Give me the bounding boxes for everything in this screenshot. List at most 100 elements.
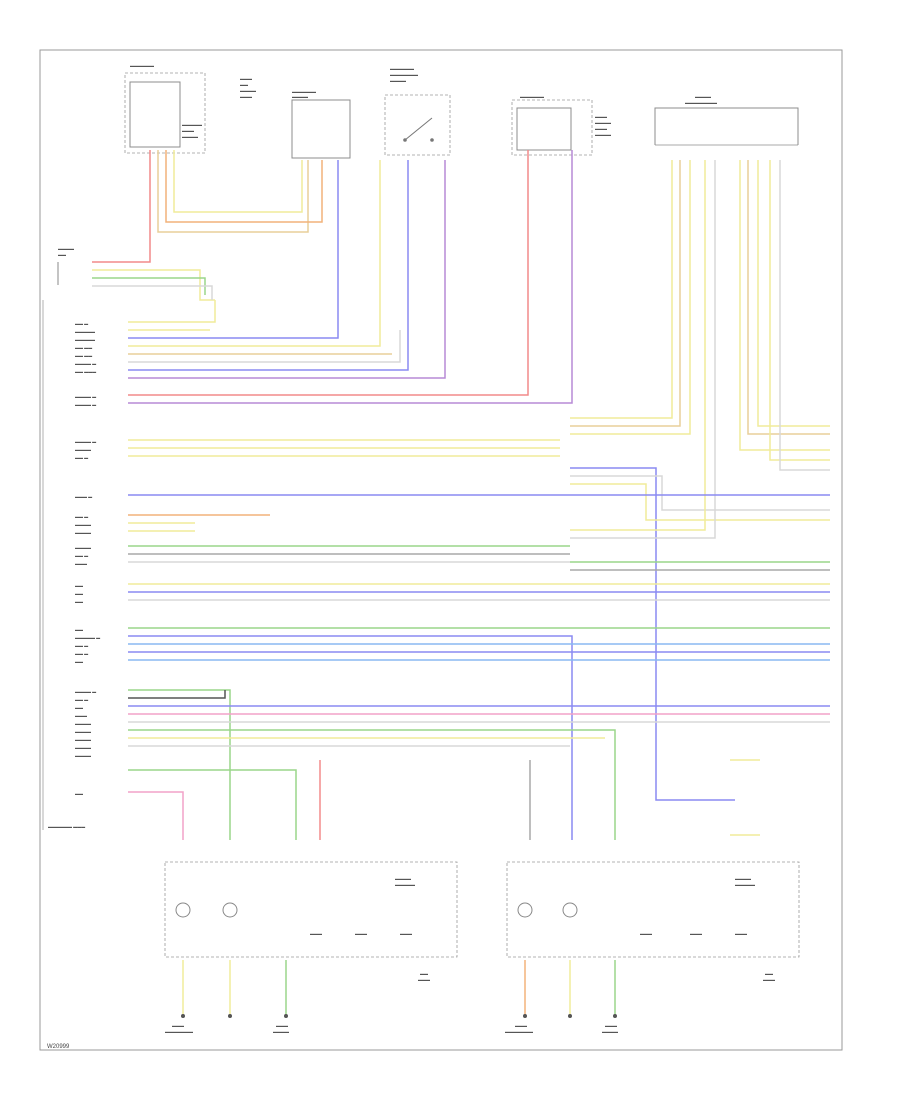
top-right-relay-dashed-box bbox=[511, 99, 593, 156]
svg-text:▬▬▬▬: ▬▬▬▬ bbox=[182, 134, 198, 139]
top-left-relay bbox=[129, 81, 181, 148]
svg-text:▬▬ ▬: ▬▬ ▬ bbox=[75, 697, 88, 702]
svg-text:▬▬ ▬: ▬▬ ▬ bbox=[75, 651, 88, 656]
top-switch-dashed-box bbox=[384, 94, 451, 156]
svg-text:▬▬: ▬▬ bbox=[420, 971, 428, 976]
svg-text:▬▬: ▬▬ bbox=[58, 252, 66, 257]
top-left-relay-label: ▬▬▬▬▬▬ bbox=[130, 63, 154, 68]
wire-red-relay bbox=[92, 150, 151, 263]
svg-text:▬▬▬▬▬▬▬: ▬▬▬▬▬▬▬ bbox=[390, 72, 418, 77]
svg-text:▬▬▬▬: ▬▬▬▬ bbox=[75, 447, 91, 452]
svg-text:▬▬▬: ▬▬▬ bbox=[763, 977, 775, 982]
svg-text:▬▬: ▬▬ bbox=[765, 971, 773, 976]
svg-text:▬▬ ▬: ▬▬ ▬ bbox=[75, 455, 88, 460]
svg-text:▬▬▬▬: ▬▬▬▬ bbox=[735, 876, 751, 881]
left-bottom-module: ▬▬▬▬ ▬▬▬▬▬ ▬▬▬ ▬▬▬ ▬▬▬ ▬▬ ▬▬▬ bbox=[164, 861, 458, 982]
top-left-relay-dashed-box bbox=[124, 72, 206, 154]
svg-text:▬▬▬: ▬▬▬ bbox=[182, 128, 194, 133]
svg-text:▬▬: ▬▬ bbox=[75, 705, 83, 710]
svg-text:▬▬ ▬▬: ▬▬ ▬▬ bbox=[75, 345, 92, 350]
svg-text:▬▬▬▬▬: ▬▬▬▬▬ bbox=[75, 329, 95, 334]
svg-text:▬▬▬▬▬: ▬▬▬▬▬ bbox=[735, 882, 755, 887]
svg-text:▬▬▬▬: ▬▬▬▬ bbox=[75, 729, 91, 734]
svg-text:▬▬▬▬ ▬: ▬▬▬▬ ▬ bbox=[75, 402, 96, 407]
svg-text:▬▬▬▬: ▬▬▬▬ bbox=[75, 745, 91, 750]
svg-text:▬▬▬▬▬: ▬▬▬▬▬ bbox=[75, 337, 95, 342]
wire-violet-right-relay bbox=[128, 150, 573, 404]
svg-text:▬▬ ▬▬: ▬▬ ▬▬ bbox=[75, 353, 92, 358]
svg-text:▬▬: ▬▬ bbox=[240, 82, 248, 87]
svg-text:▬▬▬▬: ▬▬▬▬ bbox=[75, 721, 91, 726]
svg-text:▬▬▬▬: ▬▬▬▬ bbox=[273, 1029, 289, 1034]
svg-text:▬▬▬▬: ▬▬▬▬ bbox=[595, 120, 611, 125]
svg-text:▬▬▬▬▬▬▬: ▬▬▬▬▬▬▬ bbox=[505, 1029, 533, 1034]
svg-text:▬▬▬▬: ▬▬▬▬ bbox=[390, 78, 406, 83]
svg-text:▬▬▬: ▬▬▬ bbox=[418, 977, 430, 982]
svg-text:▬▬▬: ▬▬▬ bbox=[515, 1023, 527, 1028]
svg-text:▬▬▬▬: ▬▬▬▬ bbox=[58, 246, 74, 251]
wire-pink-relay bbox=[157, 150, 309, 233]
svg-text:▬▬▬: ▬▬▬ bbox=[75, 713, 87, 718]
svg-text:▬▬▬: ▬▬▬ bbox=[605, 1023, 617, 1028]
svg-text:▬▬: ▬▬ bbox=[75, 791, 83, 796]
svg-text:▬▬: ▬▬ bbox=[75, 599, 83, 604]
svg-text:▬▬▬▬ ▬: ▬▬▬▬ ▬ bbox=[75, 361, 96, 366]
svg-text:▬▬▬▬▬: ▬▬▬▬▬ bbox=[395, 882, 415, 887]
diagram-frame bbox=[39, 49, 843, 1051]
svg-text:▬▬▬▬▬▬ ▬▬▬: ▬▬▬▬▬▬ ▬▬▬ bbox=[48, 824, 85, 829]
top-middle-module bbox=[291, 99, 351, 159]
svg-text:▬▬▬▬▬▬: ▬▬▬▬▬▬ bbox=[292, 89, 316, 94]
svg-text:▬▬▬▬: ▬▬▬▬ bbox=[75, 737, 91, 742]
svg-text:▬▬▬▬: ▬▬▬▬ bbox=[75, 753, 91, 758]
wire-yellow-relay bbox=[173, 150, 303, 213]
svg-text:▬▬▬▬: ▬▬▬▬ bbox=[695, 94, 711, 99]
ground-points bbox=[181, 1014, 617, 1018]
svg-text:▬▬▬▬: ▬▬▬▬ bbox=[75, 522, 91, 527]
svg-text:▬▬ ▬▬▬: ▬▬ ▬▬▬ bbox=[75, 369, 96, 374]
svg-text:▬▬▬: ▬▬▬ bbox=[595, 114, 607, 119]
svg-text:▬▬▬: ▬▬▬ bbox=[400, 931, 412, 936]
right-bottom-module: ▬▬▬▬ ▬▬▬▬▬ ▬▬▬ ▬▬▬ ▬▬▬ ▬▬ ▬▬▬ bbox=[506, 861, 800, 982]
svg-text:▬▬▬: ▬▬▬ bbox=[172, 1023, 184, 1028]
top-components: ▬▬▬▬▬▬ ▬▬▬ ▬▬ ▬▬▬▬ ▬▬▬ ▬▬▬▬▬ ▬▬▬ ▬▬▬▬ ▬▬… bbox=[124, 63, 799, 159]
svg-text:▬▬▬▬: ▬▬▬▬ bbox=[75, 545, 91, 550]
svg-text:▬▬▬▬▬▬: ▬▬▬▬▬▬ bbox=[520, 94, 544, 99]
svg-text:▬▬▬: ▬▬▬ bbox=[310, 931, 322, 936]
svg-text:▬▬ ▬: ▬▬ ▬ bbox=[75, 553, 88, 558]
footer-code: W20999 bbox=[47, 1044, 70, 1050]
svg-text:▬▬▬: ▬▬▬ bbox=[240, 94, 252, 99]
svg-text:▬▬▬▬ ▬: ▬▬▬▬ ▬ bbox=[75, 394, 96, 399]
wire-orange-relay bbox=[165, 150, 323, 223]
top-switch-lever bbox=[404, 117, 433, 141]
svg-text:▬▬▬▬▬▬: ▬▬▬▬▬▬ bbox=[390, 66, 414, 71]
svg-text:▬▬▬▬▬▬▬: ▬▬▬▬▬▬▬ bbox=[165, 1029, 193, 1034]
top-right-relay bbox=[516, 107, 572, 151]
svg-text:▬▬▬▬▬: ▬▬▬▬▬ bbox=[182, 122, 202, 127]
svg-text:▬▬: ▬▬ bbox=[75, 659, 83, 664]
ground-labels: ▬▬▬ ▬▬▬▬▬▬▬ ▬▬▬ ▬▬▬▬ ▬▬▬ ▬▬▬▬▬▬▬ ▬▬▬ ▬▬▬… bbox=[165, 1023, 618, 1034]
svg-text:▬▬▬▬▬▬▬▬: ▬▬▬▬▬▬▬▬ bbox=[685, 100, 717, 105]
svg-text:▬▬▬: ▬▬▬ bbox=[690, 931, 702, 936]
svg-text:▬▬▬: ▬▬▬ bbox=[355, 931, 367, 936]
svg-text:▬▬▬▬ ▬: ▬▬▬▬ ▬ bbox=[75, 439, 96, 444]
svg-text:▬▬: ▬▬ bbox=[75, 627, 83, 632]
wire-red-right-relay bbox=[128, 150, 529, 396]
svg-text:▬▬▬: ▬▬▬ bbox=[595, 126, 607, 131]
svg-text:▬▬▬▬: ▬▬▬▬ bbox=[75, 530, 91, 535]
svg-text:▬▬▬▬ ▬: ▬▬▬▬ ▬ bbox=[75, 689, 96, 694]
svg-text:▬▬▬: ▬▬▬ bbox=[276, 1023, 288, 1028]
svg-text:▬▬▬: ▬▬▬ bbox=[735, 931, 747, 936]
wire-runs bbox=[92, 150, 830, 1015]
svg-text:▬▬▬▬: ▬▬▬▬ bbox=[595, 132, 611, 137]
svg-text:▬▬ ▬: ▬▬ ▬ bbox=[75, 643, 88, 648]
top-right-module-bracket bbox=[654, 107, 799, 145]
svg-text:▬▬▬: ▬▬▬ bbox=[240, 76, 252, 81]
left-connector: ▬▬▬▬ ▬▬ bbox=[57, 246, 74, 285]
svg-text:▬▬▬: ▬▬▬ bbox=[75, 561, 87, 566]
svg-text:▬▬▬▬: ▬▬▬▬ bbox=[240, 88, 256, 93]
left-row-labels: ▬▬ ▬ ▬▬▬▬▬ ▬▬▬▬▬ ▬▬ ▬▬ ▬▬ ▬▬ ▬▬▬▬ ▬ ▬▬ ▬… bbox=[48, 321, 100, 829]
svg-text:▬▬▬▬: ▬▬▬▬ bbox=[292, 94, 308, 99]
svg-text:▬▬ ▬: ▬▬ ▬ bbox=[75, 514, 88, 519]
svg-text:▬▬▬▬: ▬▬▬▬ bbox=[395, 876, 411, 881]
